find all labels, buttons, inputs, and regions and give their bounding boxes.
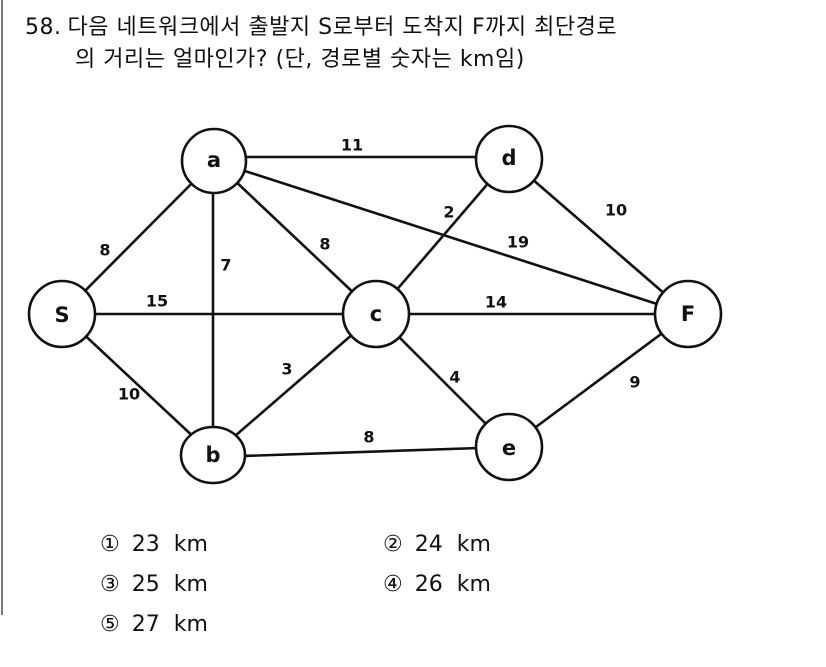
left-border-line: [1, 0, 3, 615]
node-b-circle: [179, 425, 247, 485]
choice-3[interactable]: ③ 25 km: [72, 543, 208, 627]
question-text: 58.다음 네트워크에서 출발지 S로부터 도착지 F까지 최단경로 의 거리는…: [25, 12, 805, 76]
question-line-2: 의 거리는 얼마인가? (단, 경로별 숫자는 km임): [75, 47, 525, 72]
weight-c-F: 14: [485, 293, 507, 312]
edge-a-c: [212, 159, 378, 316]
exam-page: 58.다음 네트워크에서 출발지 S로부터 도착지 F까지 최단경로 의 거리는…: [1, 0, 805, 637]
choice-2-text: 24 km: [414, 532, 491, 557]
question-line-1: 다음 네트워크에서 출발지 S로부터 도착지 F까지 최단경로: [67, 15, 618, 40]
weight-e-F: 9: [629, 373, 640, 392]
weight-b-e: 8: [363, 428, 374, 447]
edge-d-F: [507, 157, 690, 316]
node-b: b: [179, 425, 247, 485]
weight-S-a: 8: [99, 241, 110, 260]
node-e: e: [474, 412, 544, 482]
node-d-circle: [474, 124, 544, 194]
edge-S-a: [60, 159, 216, 316]
weight-S-b: 10: [118, 385, 140, 404]
node-c: c: [341, 279, 411, 349]
choice-5-text: 27 km: [131, 612, 208, 637]
node-S-label: S: [54, 303, 69, 327]
node-e-circle: [474, 412, 544, 482]
choice-4-marker: ④: [382, 572, 403, 597]
choice-2[interactable]: ② 24 km: [355, 503, 491, 587]
edge-a-F: [212, 159, 690, 316]
edge-b-e: [211, 445, 511, 459]
node-S: S: [27, 279, 97, 349]
weight-a-F: 19: [507, 233, 529, 252]
choice-1-marker: ①: [99, 532, 120, 557]
node-a-label: a: [207, 148, 221, 172]
edge-e-F: [507, 312, 690, 449]
weight-a-c: 8: [319, 235, 330, 254]
node-b-label: b: [205, 443, 220, 467]
choice-1-text: 23 km: [131, 532, 208, 557]
weight-a-d: 11: [341, 136, 363, 155]
node-c-label: c: [370, 302, 382, 326]
choice-4[interactable]: ④ 26 km: [355, 543, 491, 627]
weight-c-e: 4: [449, 368, 460, 387]
choice-5-marker: ⑤: [99, 612, 120, 637]
node-a-circle: [180, 127, 248, 195]
question-number: 58.: [25, 15, 62, 40]
node-d-label: d: [501, 146, 516, 170]
node-a: a: [180, 127, 248, 195]
node-S-circle: [27, 279, 97, 349]
weight-a-b: 7: [220, 256, 231, 275]
choice-3-marker: ③: [99, 572, 120, 597]
choice-3-text: 25 km: [131, 572, 208, 597]
node-F: F: [653, 279, 723, 349]
choice-4-text: 26 km: [414, 572, 491, 597]
edge-weights: 8 15 10 11 7 8 19 2 14 3 4 10 8 9: [99, 136, 640, 447]
network-diagram: 8 15 10 11 7 8 19 2 14 3 4 10 8 9 S a b: [27, 124, 723, 485]
weight-c-b: 3: [281, 360, 292, 379]
edge-S-b: [60, 312, 215, 457]
choice-2-marker: ②: [382, 532, 403, 557]
node-F-label: F: [681, 302, 695, 326]
weight-d-F: 10: [605, 201, 627, 220]
weight-S-c: 15: [146, 292, 168, 311]
choice-1[interactable]: ① 23 km: [72, 503, 208, 587]
choice-5[interactable]: ⑤ 27 km: [72, 583, 208, 667]
node-c-circle: [341, 279, 411, 349]
node-d: d: [474, 124, 544, 194]
edges: [60, 155, 690, 459]
edge-c-b: [211, 312, 378, 457]
node-e-label: e: [502, 436, 516, 460]
node-F-circle: [653, 279, 723, 349]
weight-c-d: 2: [443, 203, 454, 222]
